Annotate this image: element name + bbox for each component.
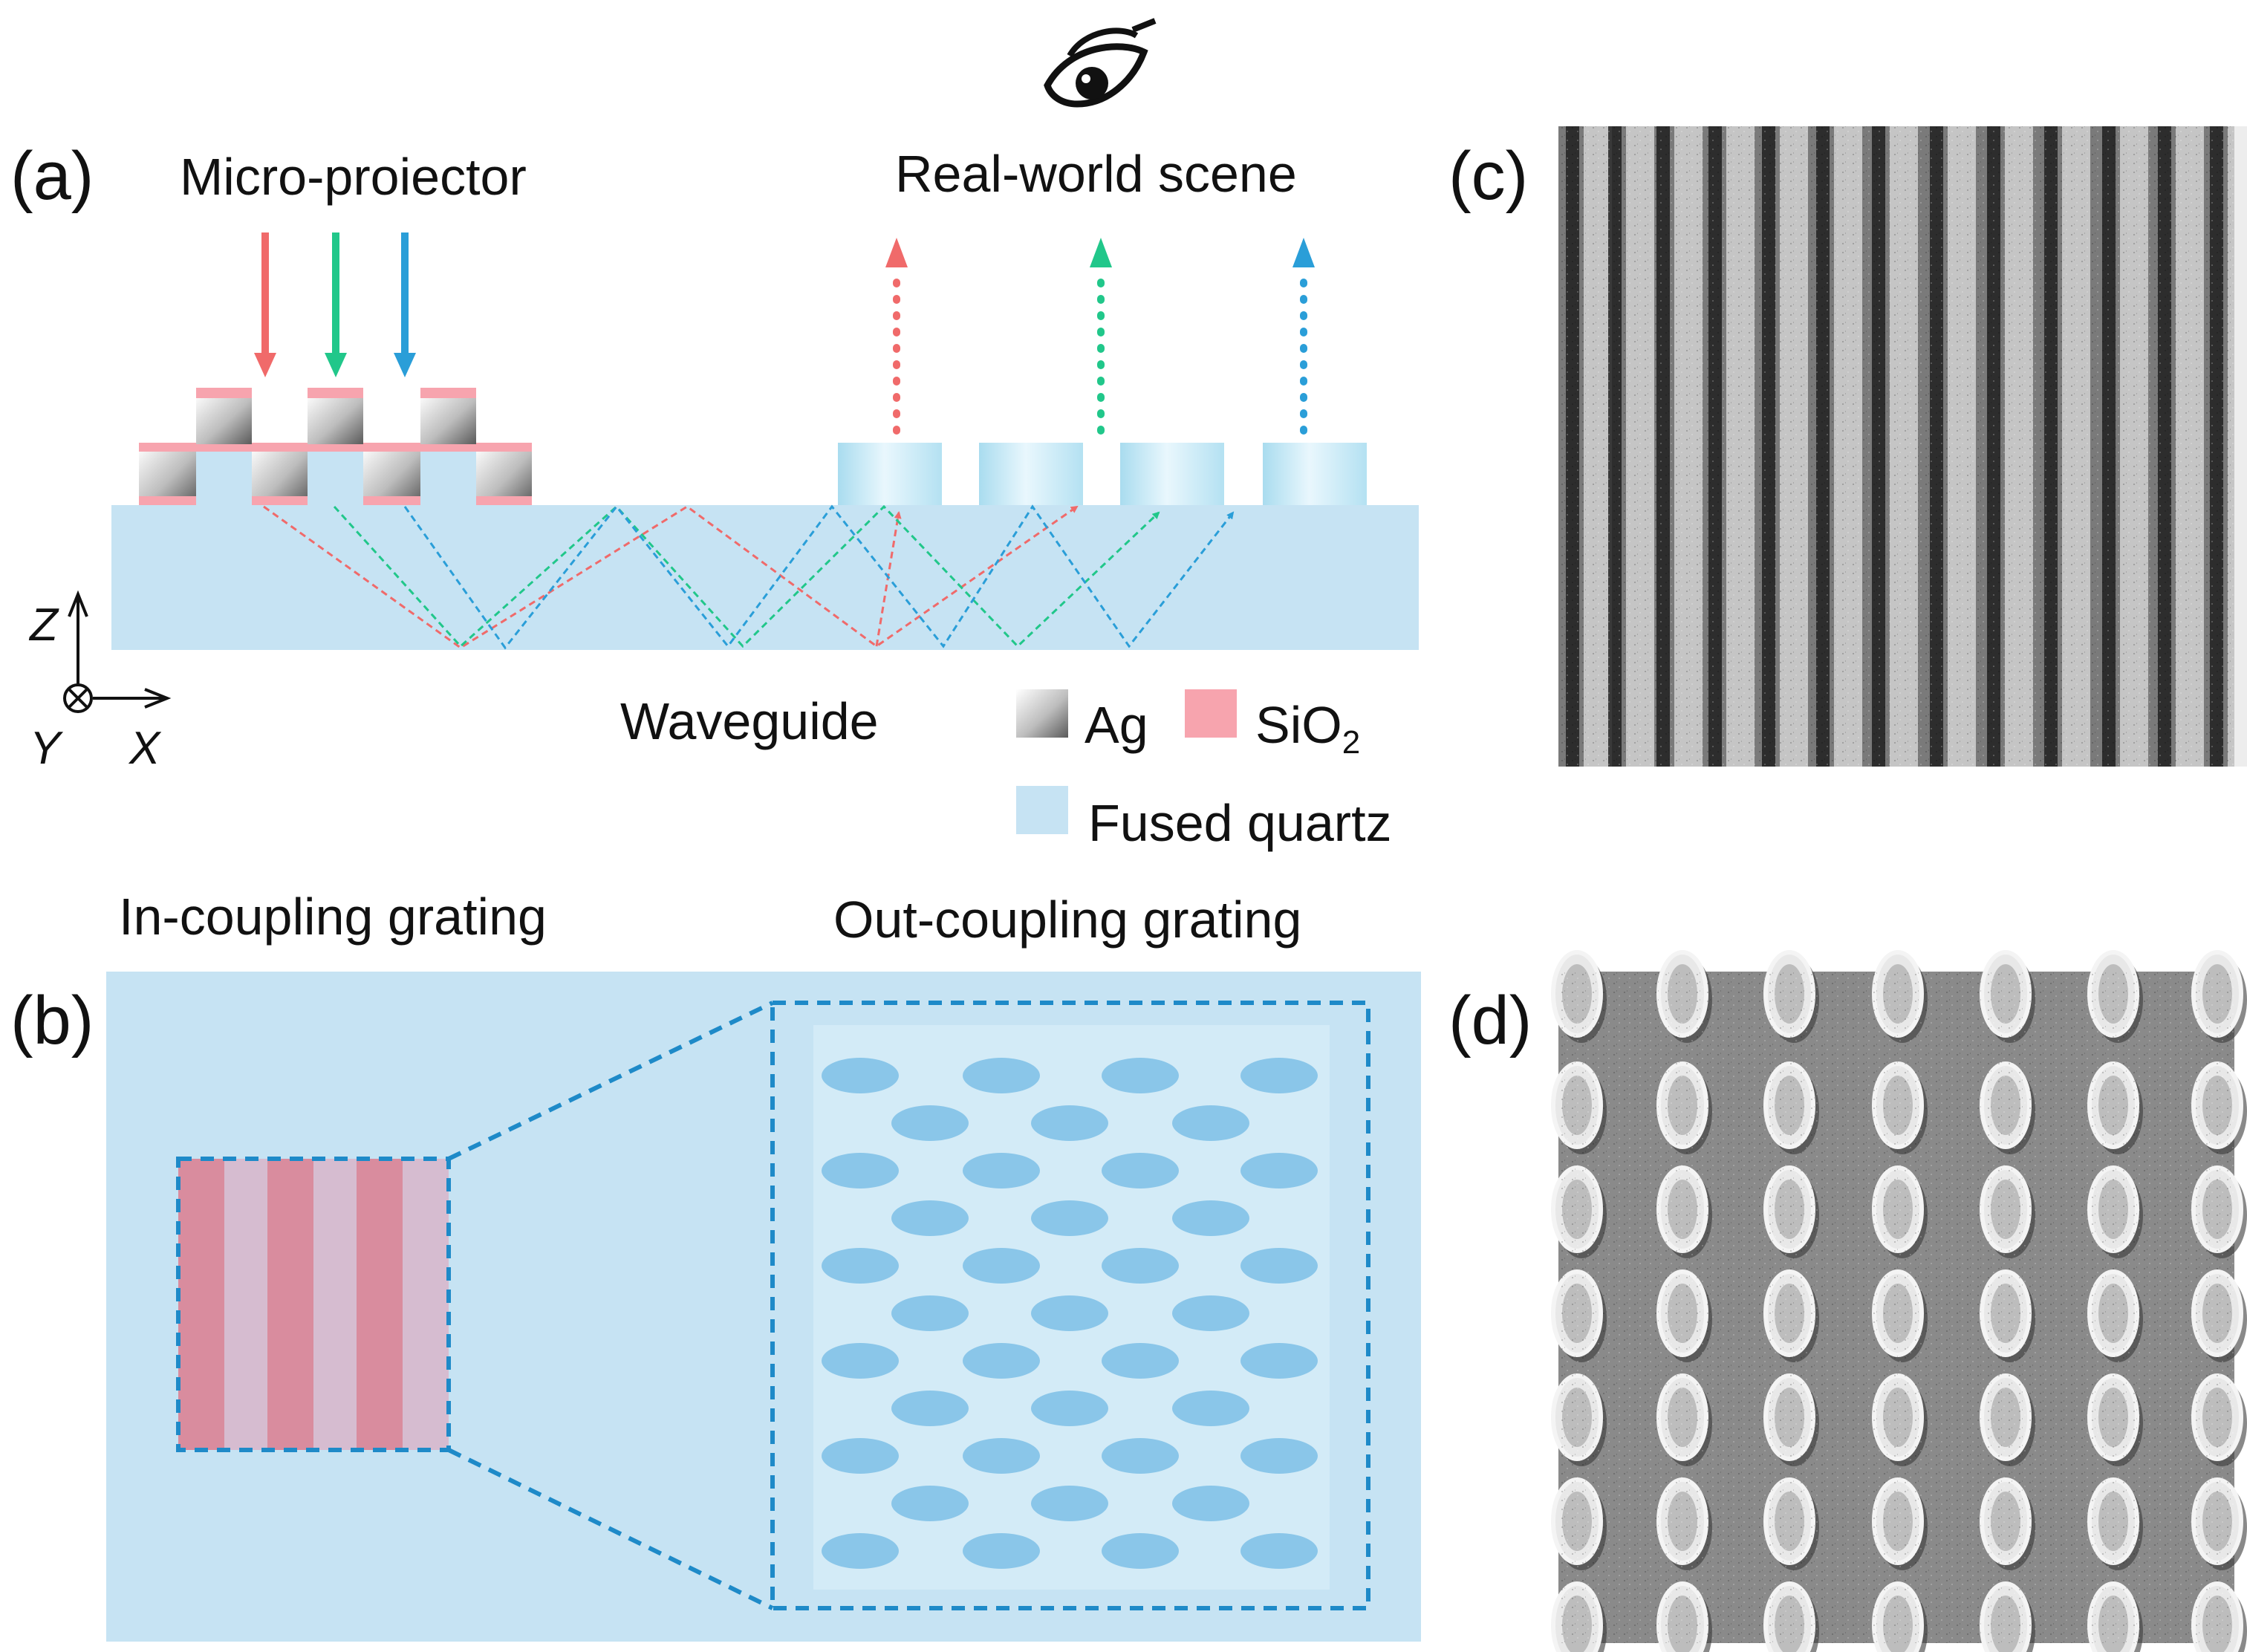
real-world-scene-label: Real-world scene (895, 145, 1297, 203)
output-arrows (885, 238, 1315, 435)
grating-ellipse (1172, 1200, 1249, 1236)
grating-ellipse (891, 1391, 969, 1426)
grating-ellipse (1240, 1058, 1318, 1093)
grating-ellipse (1172, 1391, 1249, 1426)
grating-ellipse (1240, 1343, 1318, 1379)
out-coupling-pillars (838, 443, 1367, 505)
grating-ellipse (1102, 1533, 1179, 1569)
red-path-2 (875, 511, 902, 647)
grating-ellipse (1102, 1248, 1179, 1284)
grating-ellipse (891, 1486, 969, 1521)
red-path (263, 505, 1079, 649)
out-coupling-dashed-frame (770, 1001, 1370, 1610)
grating-ellipse (891, 1105, 969, 1141)
grating-ellipse (963, 1343, 1040, 1379)
grating-ellipse (1102, 1438, 1179, 1474)
grating-ellipse (963, 1533, 1040, 1569)
micro-projector-label: Micro-proiector (180, 148, 527, 206)
out-coupling-ellipses (822, 1058, 1318, 1569)
light-paths (263, 504, 1235, 650)
legend-sio2-label: SiO2 (1255, 696, 1360, 761)
material-legend: Ag SiO2 Fused quartz (1016, 689, 1392, 852)
grating-ellipse (1102, 1343, 1179, 1379)
grating-ellipse (822, 1533, 899, 1569)
grating-ellipse (963, 1248, 1040, 1284)
panel-d: (d) (1448, 950, 2247, 1652)
legend-quartz-label: Fused quartz (1088, 794, 1392, 852)
grating-ellipse (1240, 1153, 1318, 1188)
grating-ellipse (1240, 1438, 1318, 1474)
waveguide-slab (111, 505, 1419, 650)
legend-swatch-ag (1016, 689, 1068, 738)
grating-ellipse (963, 1153, 1040, 1188)
panel-a: (a) Micro-proiector Real-world scene (10, 18, 1419, 852)
grating-ellipse (891, 1295, 969, 1331)
grating-ellipse (822, 1343, 899, 1379)
blue-path (403, 504, 1235, 650)
panel-label-a: (a) (10, 138, 94, 214)
grating-ellipse (1031, 1200, 1108, 1236)
in-coupling-cross-section (139, 388, 532, 505)
out-coupling-grating-label: Out-coupling grating (833, 891, 1301, 949)
grating-ellipse (1172, 1105, 1249, 1141)
grating-ellipse (963, 1438, 1040, 1474)
grating-ellipse (891, 1200, 969, 1236)
zoom-line-top (447, 1001, 774, 1161)
legend-swatch-sio2 (1185, 689, 1237, 738)
grating-ellipse (822, 1438, 899, 1474)
coordinate-axes: Z Y X (28, 590, 172, 774)
axis-z-label: Z (28, 599, 59, 651)
panel-label-b: (b) (10, 983, 94, 1058)
grating-ellipse (1240, 1533, 1318, 1569)
in-coupling-dashed-frame (176, 1157, 451, 1452)
grating-ellipse (1031, 1105, 1108, 1141)
legend-ag-label: Ag (1085, 696, 1148, 754)
grating-ellipse (1240, 1248, 1318, 1284)
grating-ellipse (1172, 1486, 1249, 1521)
grating-ellipse (963, 1058, 1040, 1093)
in-coupling-grating-label: In-coupling grating (119, 888, 547, 946)
panel-label-d: (d) (1448, 983, 1532, 1058)
grating-ellipse (822, 1248, 899, 1284)
zoom-line-bottom (447, 1448, 774, 1610)
panel-c: (c) (1448, 126, 2247, 767)
grating-ellipse (1031, 1295, 1108, 1331)
panel-label-c: (c) (1448, 138, 1528, 214)
grating-ellipse (1172, 1295, 1249, 1331)
grating-ellipse (1102, 1058, 1179, 1093)
axis-y-label: Y (30, 723, 64, 774)
projector-arrows (254, 232, 416, 377)
grating-ellipse (1031, 1391, 1108, 1426)
grating-ellipse (1031, 1486, 1108, 1521)
green-path (333, 504, 1160, 648)
grating-ellipse (822, 1058, 899, 1093)
waveguide-label: Waveguide (620, 692, 879, 750)
grating-ellipse (822, 1153, 899, 1188)
axis-x-label: X (128, 723, 162, 774)
eye-icon (1044, 18, 1157, 108)
panel-b: In-coupling grating Out-coupling grating… (10, 888, 1421, 1642)
legend-swatch-quartz (1016, 786, 1068, 834)
in-coupling-grating-top (176, 1157, 451, 1452)
grating-ellipse (1102, 1153, 1179, 1188)
